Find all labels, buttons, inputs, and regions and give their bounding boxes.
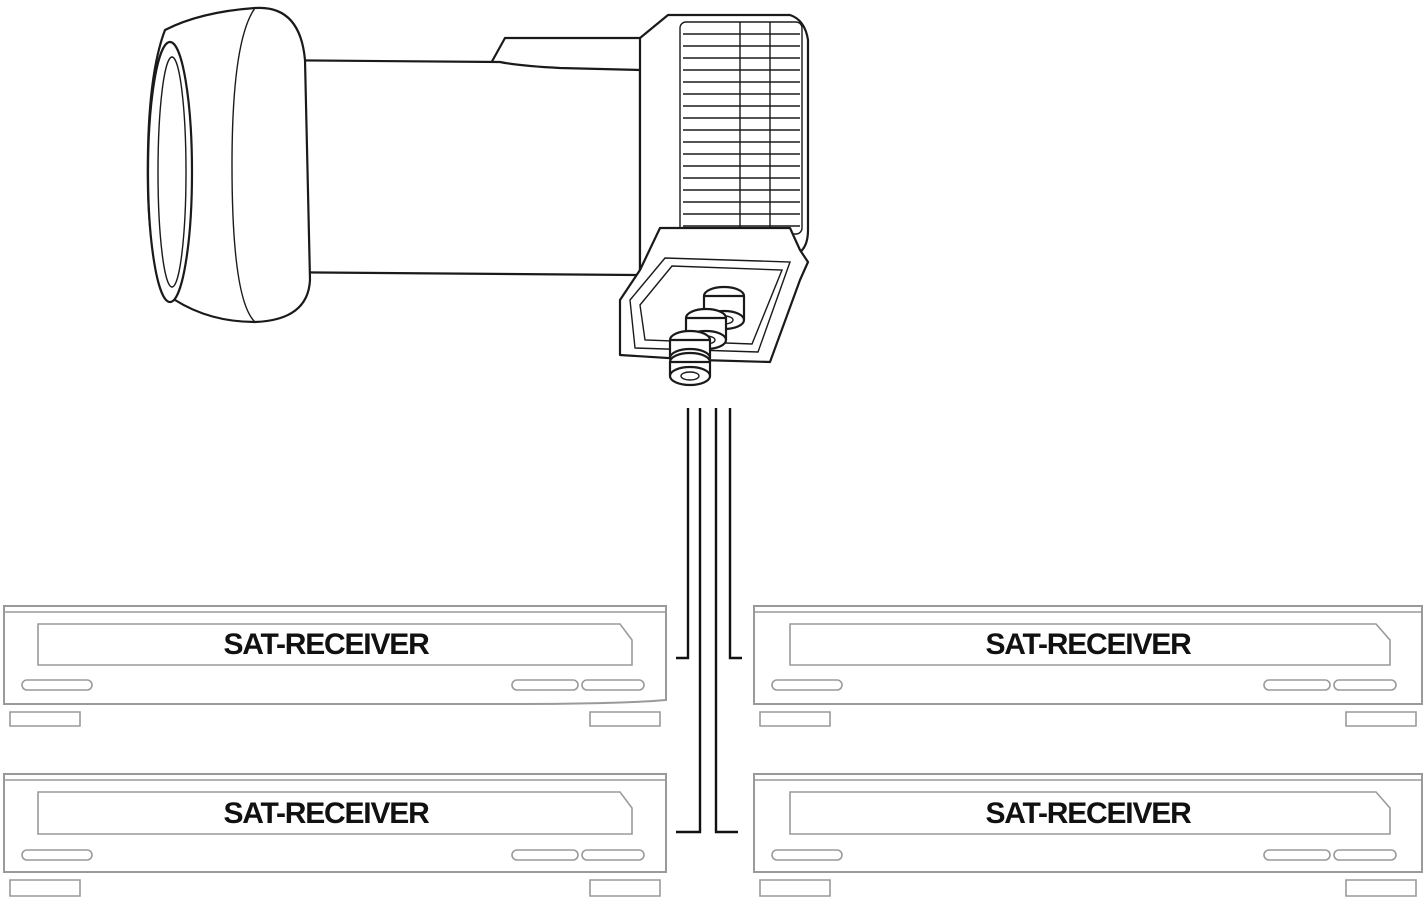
- receiver-top-right: SAT-RECEIVER: [753, 605, 1423, 727]
- cable-to-receiver-bottom-right: [714, 408, 738, 834]
- receiver-bottom-left: SAT-RECEIVER: [3, 773, 667, 897]
- cable-to-receiver-top-right: [728, 408, 742, 660]
- lnb-device: [146, 6, 810, 387]
- receiver-label: SAT-RECEIVER: [985, 628, 1192, 661]
- f-connector-2-icon: [684, 307, 728, 351]
- f-connector-4-icon: [668, 351, 712, 387]
- cable-to-receiver-top-left: [676, 408, 690, 660]
- lnb-heatsink-ribs: [679, 21, 803, 235]
- lnb-f-connectors: [668, 285, 746, 387]
- coax-cables: [676, 408, 742, 834]
- receiver-top-left: SAT-RECEIVER: [3, 605, 667, 727]
- receiver-bottom-right: SAT-RECEIVER: [753, 773, 1423, 897]
- receiver-label: SAT-RECEIVER: [985, 797, 1192, 830]
- receiver-label: SAT-RECEIVER: [223, 797, 430, 830]
- cable-to-receiver-bottom-left: [676, 408, 702, 834]
- receiver-label: SAT-RECEIVER: [223, 628, 430, 661]
